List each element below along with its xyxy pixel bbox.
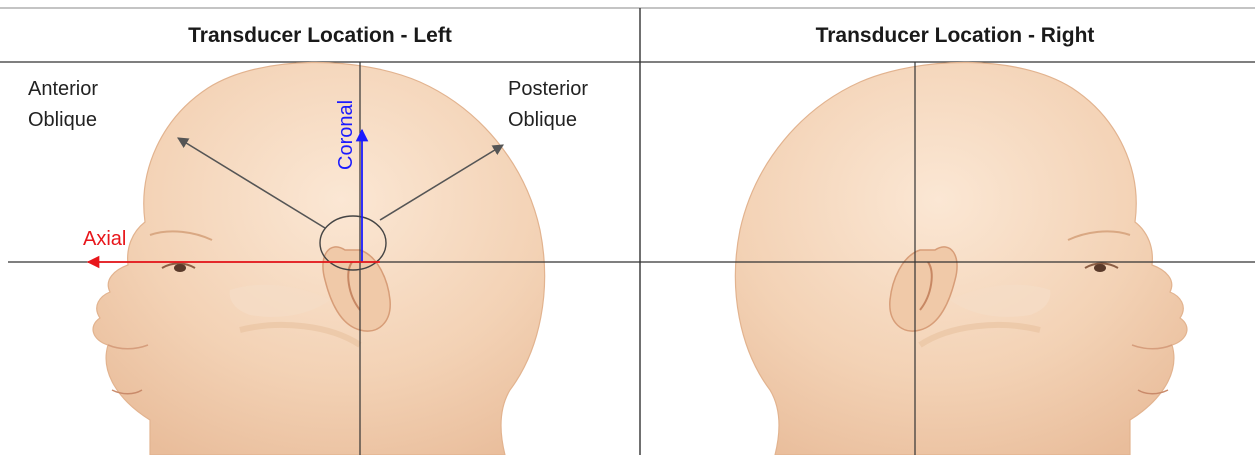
anterior-oblique-label-line2: Oblique (28, 109, 97, 131)
left-panel-title: Transducer Location - Left (188, 24, 452, 47)
posterior-oblique-label-line2: Oblique (508, 109, 577, 131)
head-profile-right-icon (735, 62, 1187, 455)
posterior-oblique-label-line1: Posterior (508, 78, 588, 100)
right-panel-title: Transducer Location - Right (816, 24, 1095, 47)
coronal-label: Coronal (335, 100, 357, 170)
axial-label: Axial (83, 228, 126, 250)
anterior-oblique-label-line1: Anterior (28, 78, 98, 100)
head-profile-left-icon (93, 62, 545, 455)
